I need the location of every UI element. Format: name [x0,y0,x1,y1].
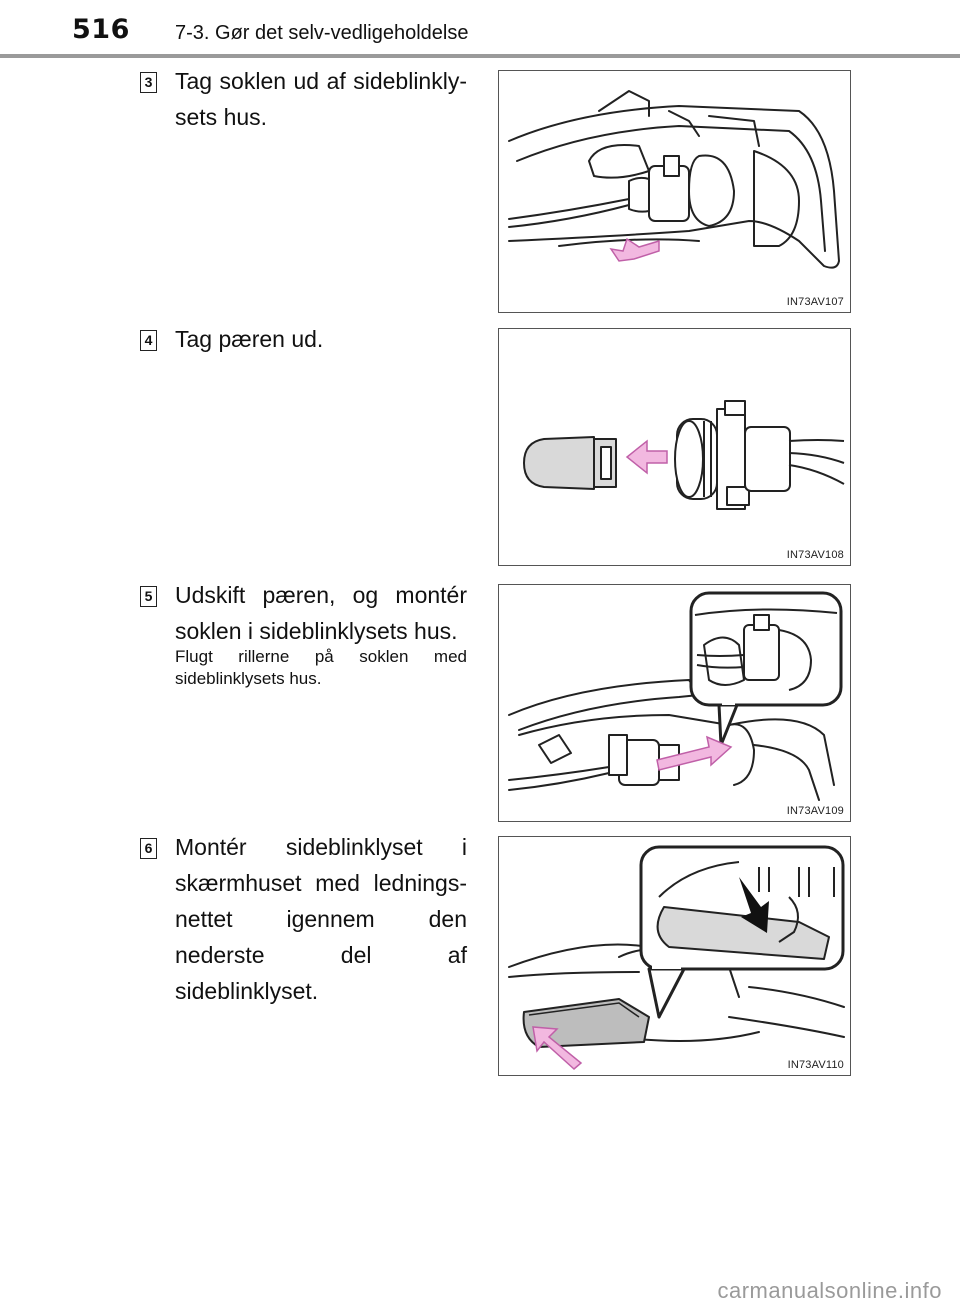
header-rule [0,54,960,58]
step-instruction: Udskift pæren, og montér soklen i sidebl… [175,582,467,644]
section-title: 7-3. Gør det selv-vedligeholdelse [175,22,469,44]
step-6: 6 Montér sideblinklyset i skærmhuset med… [140,834,865,1076]
illustration-install-turn-signal: IN73AV110 [498,836,851,1076]
step-number-badge: 6 [140,838,157,859]
page-number: 516 [72,14,130,45]
install-socket-drawing [508,591,843,801]
figure-code: IN73AV108 [786,549,844,561]
step-instruction: Montér sideblinklyset i skærmhuset med l… [175,834,467,1004]
step-instruction: Tag soklen ud af sideblinkly-sets hus. [175,68,467,130]
page-header: 516 7-3. Gør det selv-vedligeholdelse [0,0,960,60]
figure-code: IN73AV110 [787,1059,844,1071]
step-4: 4 Tag pæren ud. IN73AV108 [140,326,865,566]
step-instruction: Tag pæren ud. [175,326,324,352]
bulb-and-socket-drawing [523,400,845,510]
step-number-badge: 3 [140,72,157,93]
illustration-install-socket: IN73AV109 [498,584,851,822]
step-5: 5 Udskift pæren, og montér soklen i side… [140,582,865,822]
watermark: carmanualsonline.info [717,1278,942,1303]
illustration-remove-bulb: IN73AV108 [498,328,851,566]
step-3: 3 Tag soklen ud af sideblinkly-sets hus.… [140,68,865,313]
install-turn-signal-drawing [508,845,845,1070]
figure-code: IN73AV107 [786,296,844,308]
figure-code: IN73AV109 [786,805,844,817]
socket-housing-drawing [508,90,840,269]
step-number-badge: 4 [140,330,157,351]
step-note: Flugt rillerne på soklen med sideblinkly… [175,647,467,688]
illustration-remove-socket: IN73AV107 [498,70,851,313]
step-number-badge: 5 [140,586,157,607]
